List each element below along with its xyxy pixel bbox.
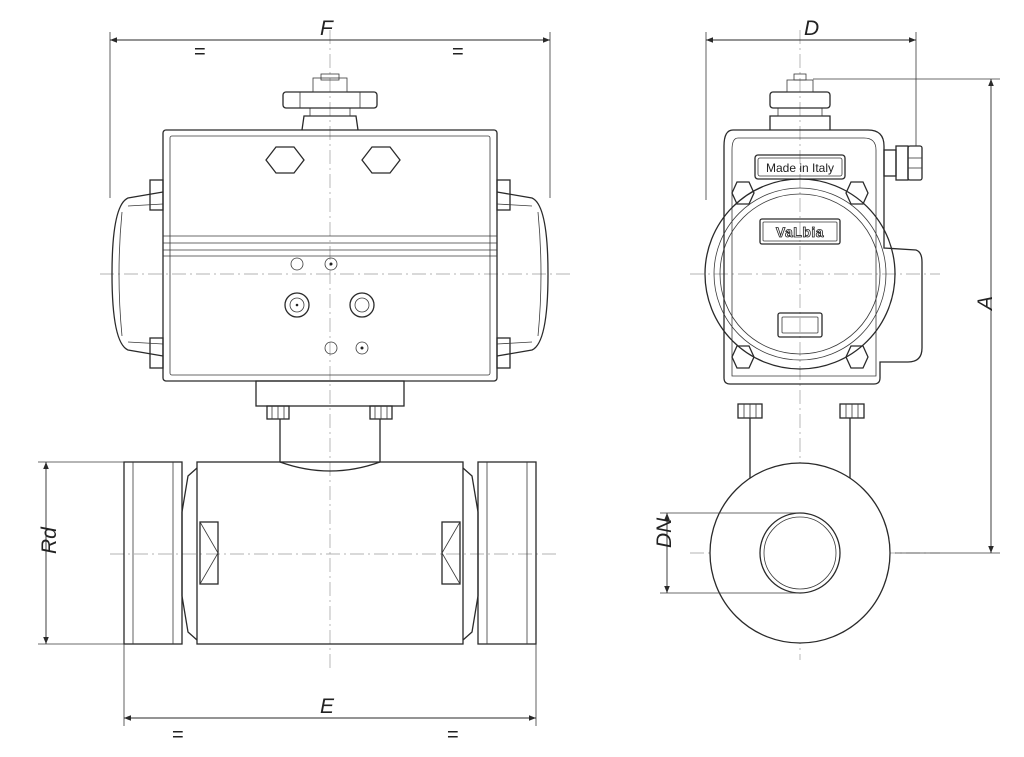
side-position-indicator — [769, 73, 831, 130]
side-actuator-housing: Made in Italy VaLbia — [704, 129, 923, 385]
position-indicator — [282, 73, 378, 131]
hex-bolt-icon — [731, 181, 755, 205]
dimension-rd: Rd — [38, 461, 124, 645]
hex-plug-icon — [361, 146, 401, 174]
dimension-d: D — [705, 17, 917, 200]
dimension-a: A — [813, 78, 1000, 554]
label-e: E — [320, 695, 335, 718]
label-f: F — [320, 17, 334, 40]
front-view: F = = E = = Rd — [38, 17, 570, 746]
valve-stem — [279, 419, 381, 472]
label-rd: Rd — [38, 526, 61, 554]
dimension-e: E = = — [123, 644, 537, 746]
pipe-end-view — [709, 462, 891, 644]
equal-sign: = — [452, 41, 464, 63]
mounting-bracket — [255, 380, 405, 420]
equal-sign: = — [172, 724, 184, 746]
hex-bolt-icon — [731, 345, 755, 369]
dimension-f: F = = — [109, 17, 551, 198]
side-view: Made in Italy VaLbia — [653, 17, 1000, 660]
made-in-italy-plate — [754, 154, 846, 180]
side-mounting-bolts — [737, 403, 865, 419]
hex-bolt-icon — [845, 181, 869, 205]
indicator-window — [777, 312, 823, 338]
equal-sign: = — [447, 724, 459, 746]
equal-sign: = — [194, 41, 206, 63]
label-d: D — [804, 17, 819, 40]
label-a: A — [974, 296, 997, 312]
hex-bolt-icon — [845, 345, 869, 369]
actuator-body — [162, 129, 498, 382]
hex-plug-icon — [265, 146, 305, 174]
brand-logo: VaLbia — [776, 224, 824, 240]
brand-plate — [759, 218, 841, 245]
dimension-dn: DN — [653, 512, 800, 594]
label-dn: DN — [653, 517, 676, 548]
made-in-italy-text: Made in Italy — [766, 161, 834, 175]
valve-body — [123, 461, 537, 645]
